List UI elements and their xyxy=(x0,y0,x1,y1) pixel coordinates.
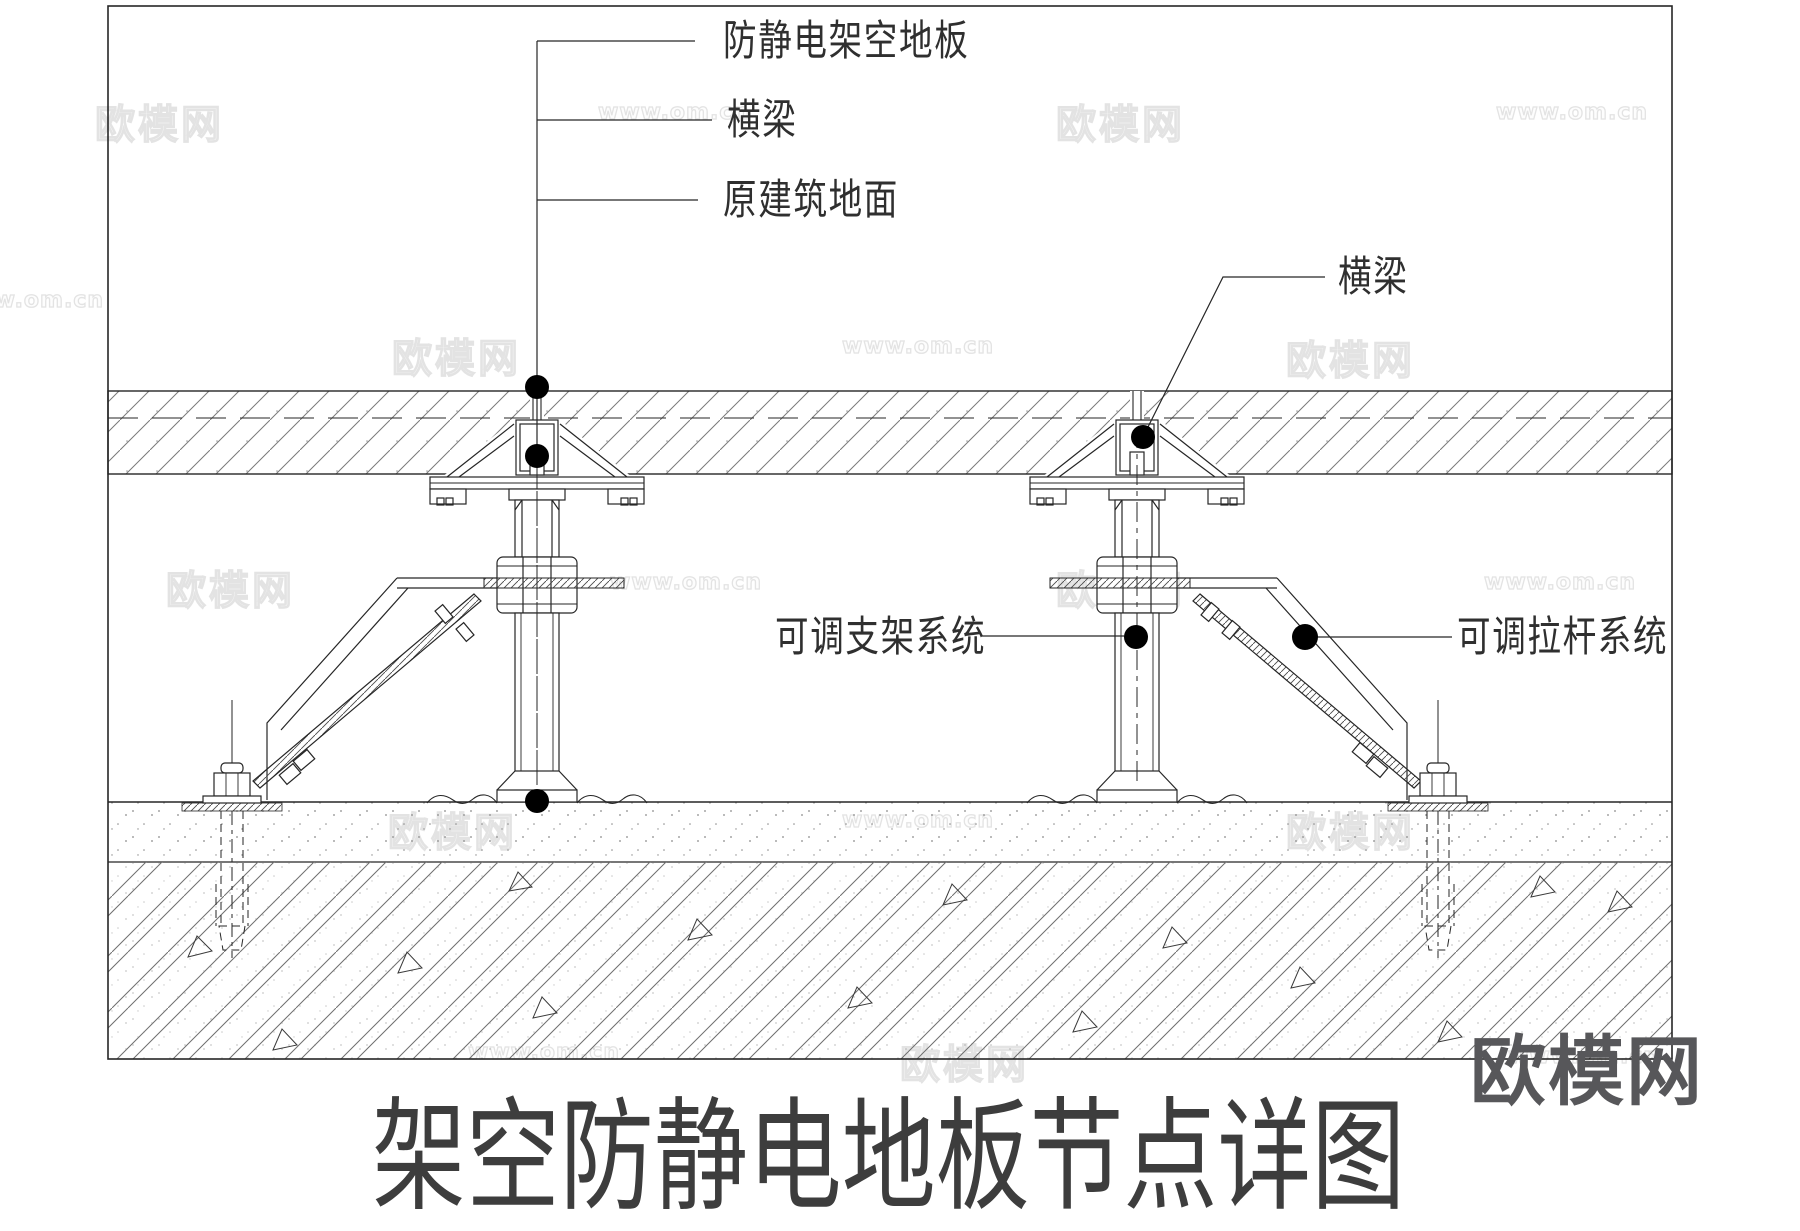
label-support-system: 可调支架系统 xyxy=(775,612,987,661)
concrete-slab xyxy=(108,862,1672,1059)
brand-watermark: 欧模网 xyxy=(1470,1027,1704,1116)
watermark-brand: 欧模网 xyxy=(1055,101,1185,148)
brace-left xyxy=(252,577,625,800)
brace-right xyxy=(1049,577,1422,800)
drawing-frame xyxy=(107,5,1673,1060)
watermark-brand: 欧模网 xyxy=(1285,337,1415,384)
label-anti-static-floor: 防静电架空地板 xyxy=(723,16,970,65)
watermark-brand: 欧模网 xyxy=(391,335,521,382)
watermark-url: www.om.cn xyxy=(1483,569,1637,595)
watermark-url: www.om.cn xyxy=(1495,99,1649,125)
label-beam-right: 横梁 xyxy=(1338,252,1409,301)
leader-dots xyxy=(525,375,1318,813)
watermark-url: www.om.cn xyxy=(841,333,995,359)
label-tie-rod-system: 可调拉杆系统 xyxy=(1457,612,1669,661)
label-original-ground: 原建筑地面 xyxy=(723,175,900,224)
drawing-title: 架空防静电地板节点详图 xyxy=(372,1086,1406,1228)
watermark-url: www.om.cn xyxy=(0,287,105,313)
watermark-brand: 欧模网 xyxy=(94,101,224,148)
watermark-brand: 欧模网 xyxy=(165,567,295,614)
watermark-url: www.om.cn xyxy=(609,569,763,595)
raised-floor-slab xyxy=(107,390,1673,475)
watermark-url: www.om.cn xyxy=(597,99,751,125)
grout-wave xyxy=(426,794,1248,804)
label-beam-left: 横梁 xyxy=(727,95,798,144)
